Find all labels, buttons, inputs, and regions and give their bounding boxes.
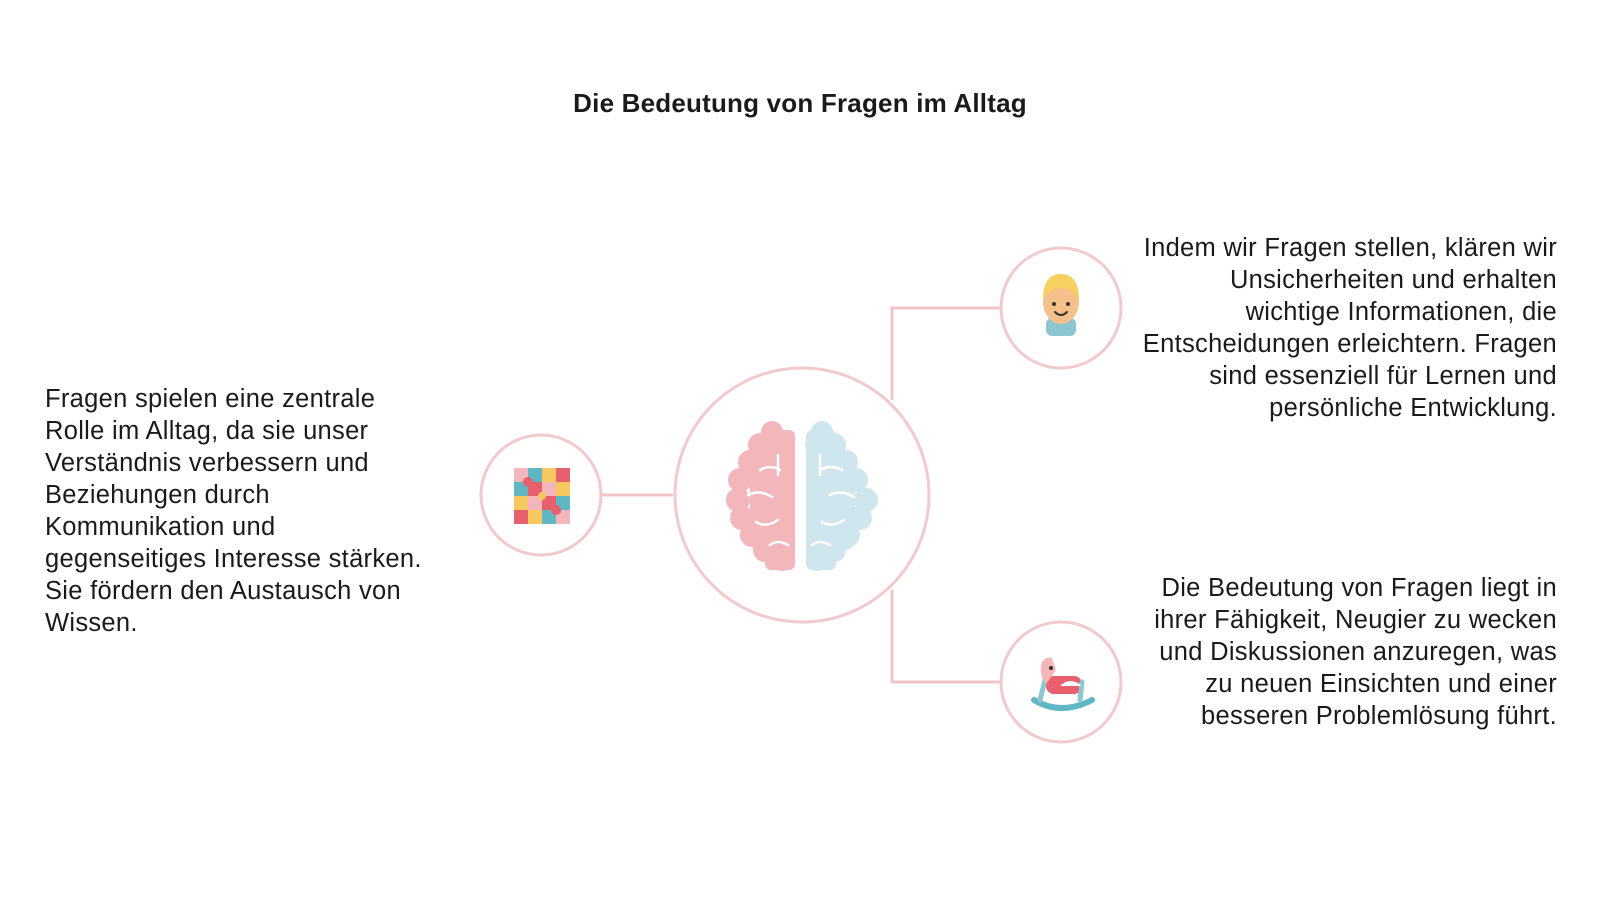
bottom-right-description: Die Bedeutung von Fragen liegt in ihrer … bbox=[1154, 574, 1557, 730]
bottom-right-node bbox=[999, 620, 1123, 744]
brain-icon bbox=[726, 421, 878, 571]
connector-top-right bbox=[890, 306, 1000, 400]
page-title: Die Bedeutung von Fragen im Alltag bbox=[573, 88, 1027, 118]
child-face-icon bbox=[1043, 274, 1079, 336]
connectors bbox=[600, 306, 1000, 684]
puzzle-icon bbox=[514, 468, 570, 524]
left-node bbox=[479, 433, 603, 557]
connector-bottom-right bbox=[890, 590, 1000, 684]
left-description: Fragen spielen eine zentrale Rolle im Al… bbox=[45, 385, 422, 637]
center-node bbox=[673, 366, 931, 624]
rocking-horse-icon bbox=[1031, 657, 1095, 711]
top-right-node bbox=[999, 246, 1123, 370]
top-right-description: Indem wir Fragen stellen, klären wir Uns… bbox=[1142, 234, 1557, 422]
